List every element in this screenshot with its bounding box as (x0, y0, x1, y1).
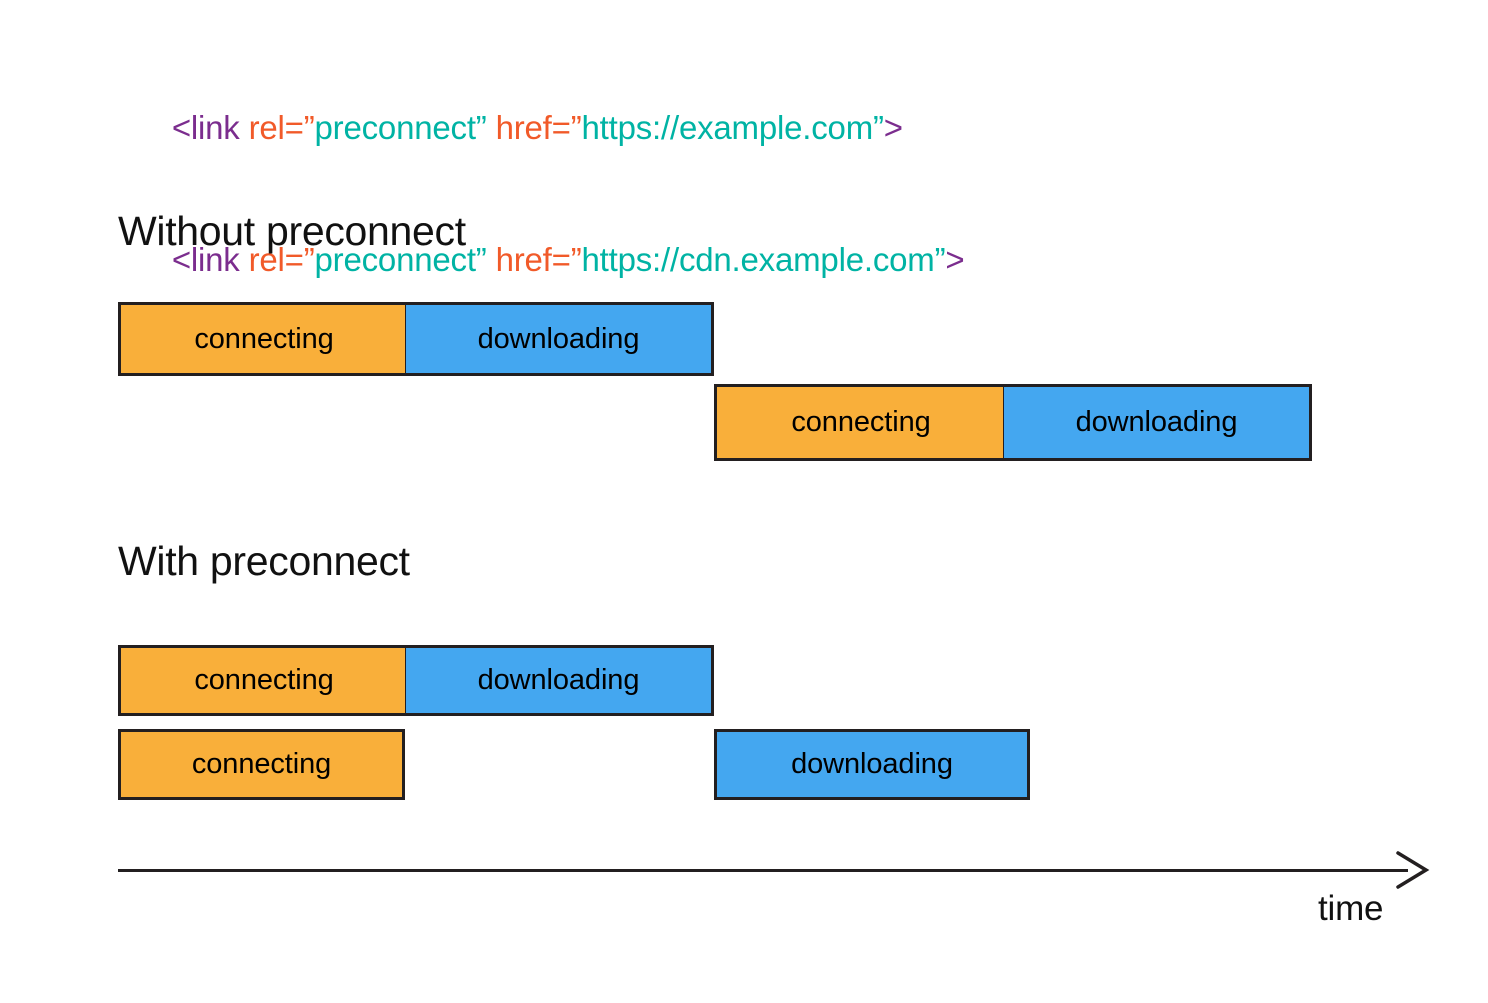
time-axis-line (118, 869, 1408, 872)
section-heading-without-preconnect: Without preconnect (118, 208, 466, 254)
code-value-rel: preconnect” (314, 109, 496, 146)
code-attr-href: href=” (495, 109, 582, 146)
code-value-rel: preconnect” (314, 241, 496, 278)
bar-segment-downloading: downloading (405, 645, 714, 716)
code-tag-open: <link (171, 109, 249, 146)
arrow-right-icon (1396, 851, 1430, 889)
code-attr-href: href=” (495, 241, 582, 278)
code-line-2: <link rel=”preconnect” href=”https://cdn… (118, 194, 1318, 326)
code-snippet: <link rel=”preconnect” href=”https://exa… (118, 62, 1318, 326)
code-value-href: https://cdn.example.com” (581, 241, 946, 278)
bar-segment-connecting: connecting (118, 302, 408, 376)
code-line-1: <link rel=”preconnect” href=”https://exa… (118, 62, 1318, 194)
time-axis-label: time (1318, 889, 1384, 928)
section-heading-with-preconnect: With preconnect (118, 538, 410, 584)
code-tag-close: > (883, 109, 903, 146)
bar-segment-downloading: downloading (1003, 384, 1312, 461)
code-tag-close: > (945, 241, 965, 278)
code-attr-rel: rel=” (248, 241, 315, 278)
code-attr-rel: rel=” (248, 109, 315, 146)
bar-segment-connecting: connecting (118, 729, 405, 800)
bar-segment-downloading: downloading (405, 302, 714, 376)
bar-segment-downloading: downloading (714, 729, 1030, 800)
bar-segment-connecting: connecting (118, 645, 408, 716)
code-value-href: https://example.com” (581, 109, 884, 146)
bar-segment-connecting: connecting (714, 384, 1006, 461)
code-tag-open: <link (171, 241, 249, 278)
